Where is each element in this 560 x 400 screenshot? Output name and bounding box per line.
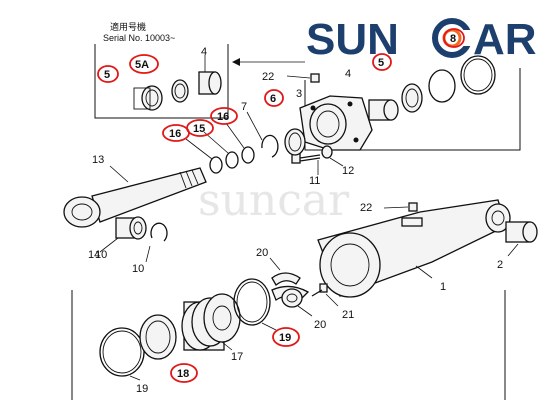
highlight-ring-16-right bbox=[210, 107, 238, 125]
callout-15: 15 bbox=[193, 123, 205, 135]
callout-2: 2 bbox=[497, 259, 503, 271]
snap-ring-7 bbox=[261, 134, 279, 158]
highlight-ring-5-left bbox=[97, 65, 119, 83]
callout-18: 18 bbox=[177, 368, 189, 380]
seal-15 bbox=[225, 151, 239, 169]
highlight-ring-6 bbox=[264, 89, 284, 107]
callout-20-bottom: 20 bbox=[314, 319, 326, 331]
logo-gear-icon bbox=[432, 18, 474, 58]
serial-note-line1: 適用号機 bbox=[110, 21, 146, 32]
callout-12: 12 bbox=[342, 165, 354, 177]
serial-number-box: 適用号機 Serial No. 10003~ bbox=[94, 21, 229, 119]
callout-5A: 5A bbox=[135, 59, 149, 71]
callout-14: 14 bbox=[88, 249, 100, 261]
callout-1: 1 bbox=[440, 281, 446, 293]
callout-5-right: 5 bbox=[378, 57, 384, 69]
split-rings-20 bbox=[269, 257, 313, 317]
callout-8: 8 bbox=[450, 33, 456, 45]
highlight-ring-5A bbox=[129, 54, 159, 74]
piston-ring-18 bbox=[139, 314, 177, 360]
callout-13: 13 bbox=[92, 154, 104, 166]
highlight-ring-16-left bbox=[162, 124, 190, 142]
callout-3: 3 bbox=[296, 88, 302, 100]
bushing-2 bbox=[505, 221, 538, 257]
dust-seal-16 bbox=[209, 156, 223, 174]
callout-21: 21 bbox=[342, 309, 354, 321]
callout-7: 7 bbox=[241, 101, 247, 113]
callout-4-right: 4 bbox=[345, 68, 351, 80]
wear-ring-19-top bbox=[233, 278, 271, 326]
callout-5-left: 5 bbox=[104, 69, 110, 81]
highlight-ring-8 bbox=[443, 28, 465, 48]
piston-rod bbox=[63, 165, 207, 228]
callout-16-left: 16 bbox=[169, 128, 181, 140]
cylinder-head bbox=[286, 73, 373, 151]
serial-note-line2: Serial No. 10003~ bbox=[103, 33, 175, 43]
logo-text-left: SUN bbox=[306, 15, 399, 64]
callout-4-left: 4 bbox=[201, 46, 207, 58]
bushing-and-snap-ring bbox=[99, 216, 168, 263]
callout-22-top: 22 bbox=[262, 71, 274, 83]
callouts: 1 2 3 4 4 7 10 10 11 12 13 14 17 19 20 2… bbox=[88, 46, 503, 395]
callout-19-bottom: 19 bbox=[136, 383, 148, 395]
callout-10: 10 bbox=[132, 263, 144, 275]
callout-22-mid: 22 bbox=[360, 202, 372, 214]
highlighted-callouts: 5 5A 5 6 8 15 16 16 18 19 bbox=[97, 28, 465, 383]
callout-19-top: 19 bbox=[279, 332, 291, 344]
cylinder-tube bbox=[317, 199, 511, 298]
highlight-ring-5-right bbox=[372, 53, 392, 71]
callout-20-top: 20 bbox=[256, 247, 268, 259]
callout-11: 11 bbox=[309, 175, 320, 187]
callout-17: 17 bbox=[231, 351, 243, 363]
piston-17 bbox=[181, 293, 241, 351]
highlight-ring-19 bbox=[272, 327, 300, 347]
watermark-text: suncar bbox=[198, 175, 350, 226]
brand-logo: SUN AR bbox=[306, 15, 537, 64]
callout-6: 6 bbox=[270, 93, 276, 105]
bolt-and-washer bbox=[291, 145, 344, 175]
callout-10-left: 10 bbox=[95, 249, 107, 261]
highlight-ring-18 bbox=[170, 363, 198, 383]
wear-ring-19-bottom bbox=[99, 327, 145, 377]
logo-text-right: AR bbox=[473, 15, 537, 64]
bolt-21 bbox=[311, 283, 339, 307]
callout-16-right: 16 bbox=[217, 111, 229, 123]
seal-6 bbox=[284, 128, 306, 156]
seal-16 bbox=[241, 146, 255, 164]
